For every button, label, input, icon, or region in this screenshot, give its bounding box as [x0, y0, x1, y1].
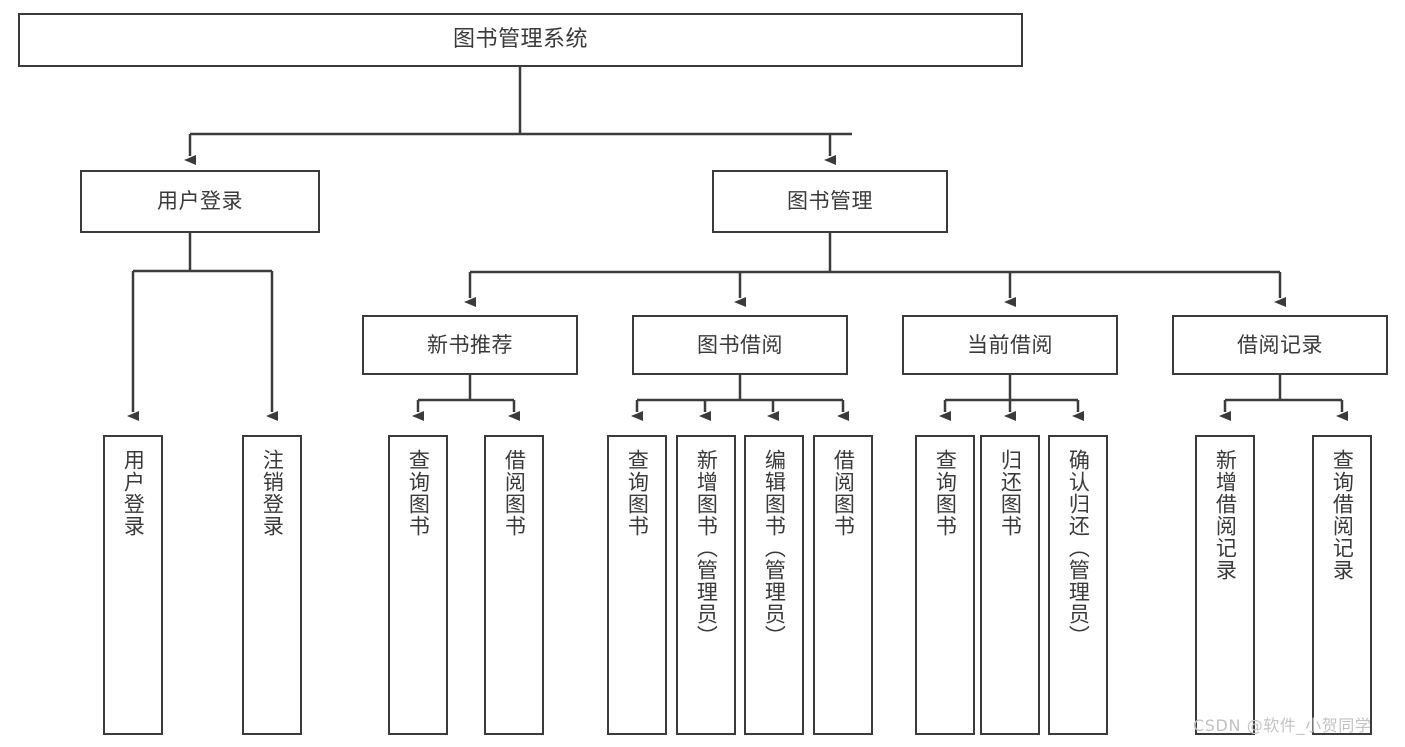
leaf-current-borrow-query[interactable]: 查询图书: [915, 435, 975, 735]
node-new-book-recommend[interactable]: 新书推荐: [362, 315, 578, 375]
node-label: 新书推荐: [427, 332, 513, 357]
node-label: 图书管理系统: [452, 26, 588, 52]
node-root-book-management-system[interactable]: 图书管理系统: [18, 13, 1023, 67]
node-label: 查询借阅记录: [1330, 449, 1355, 581]
node-label: 图书借阅: [697, 332, 783, 357]
node-label: 新增借阅记录: [1213, 449, 1238, 581]
node-label: 当前借阅: [967, 332, 1053, 357]
node-label: 注销登录: [260, 449, 285, 537]
node-label: 确认归还（管理员）: [1066, 449, 1091, 647]
node-label: 借阅记录: [1237, 332, 1323, 357]
leaf-borrow-record-query[interactable]: 查询借阅记录: [1312, 435, 1372, 735]
node-label: 编辑图书（管理员）: [762, 449, 787, 647]
leaf-user-login-login[interactable]: 用户登录: [103, 435, 163, 735]
node-label: 查询图书: [933, 449, 958, 537]
leaf-new-book-borrow[interactable]: 借阅图书: [484, 435, 544, 735]
leaf-current-borrow-return[interactable]: 归还图书: [980, 435, 1040, 735]
node-label: 查询图书: [625, 449, 650, 537]
leaf-current-borrow-confirm-return[interactable]: 确认归还（管理员）: [1048, 435, 1108, 735]
leaf-book-borrow-add[interactable]: 新增图书（管理员）: [676, 435, 736, 735]
node-label: 图书管理: [787, 189, 873, 214]
node-borrow-record[interactable]: 借阅记录: [1172, 315, 1388, 375]
leaf-user-login-logout[interactable]: 注销登录: [242, 435, 302, 735]
node-label: 新增图书（管理员）: [694, 449, 719, 647]
node-book-management[interactable]: 图书管理: [712, 170, 948, 233]
watermark: CSDN @软件_小贺同学: [1193, 716, 1372, 735]
leaf-book-borrow-borrow[interactable]: 借阅图书: [813, 435, 873, 735]
node-user-login[interactable]: 用户登录: [80, 170, 320, 233]
node-label: 查询图书: [406, 449, 431, 537]
leaf-book-borrow-edit[interactable]: 编辑图书（管理员）: [744, 435, 804, 735]
leaf-new-book-query[interactable]: 查询图书: [388, 435, 448, 735]
node-label: 归还图书: [998, 449, 1023, 537]
leaf-borrow-record-add[interactable]: 新增借阅记录: [1195, 435, 1255, 735]
node-label: 借阅图书: [831, 449, 856, 537]
node-book-borrow[interactable]: 图书借阅: [632, 315, 848, 375]
node-label: 用户登录: [121, 449, 146, 537]
node-label: 用户登录: [157, 189, 243, 214]
leaf-book-borrow-query[interactable]: 查询图书: [607, 435, 667, 735]
node-current-borrow[interactable]: 当前借阅: [902, 315, 1118, 375]
node-label: 借阅图书: [502, 449, 527, 537]
